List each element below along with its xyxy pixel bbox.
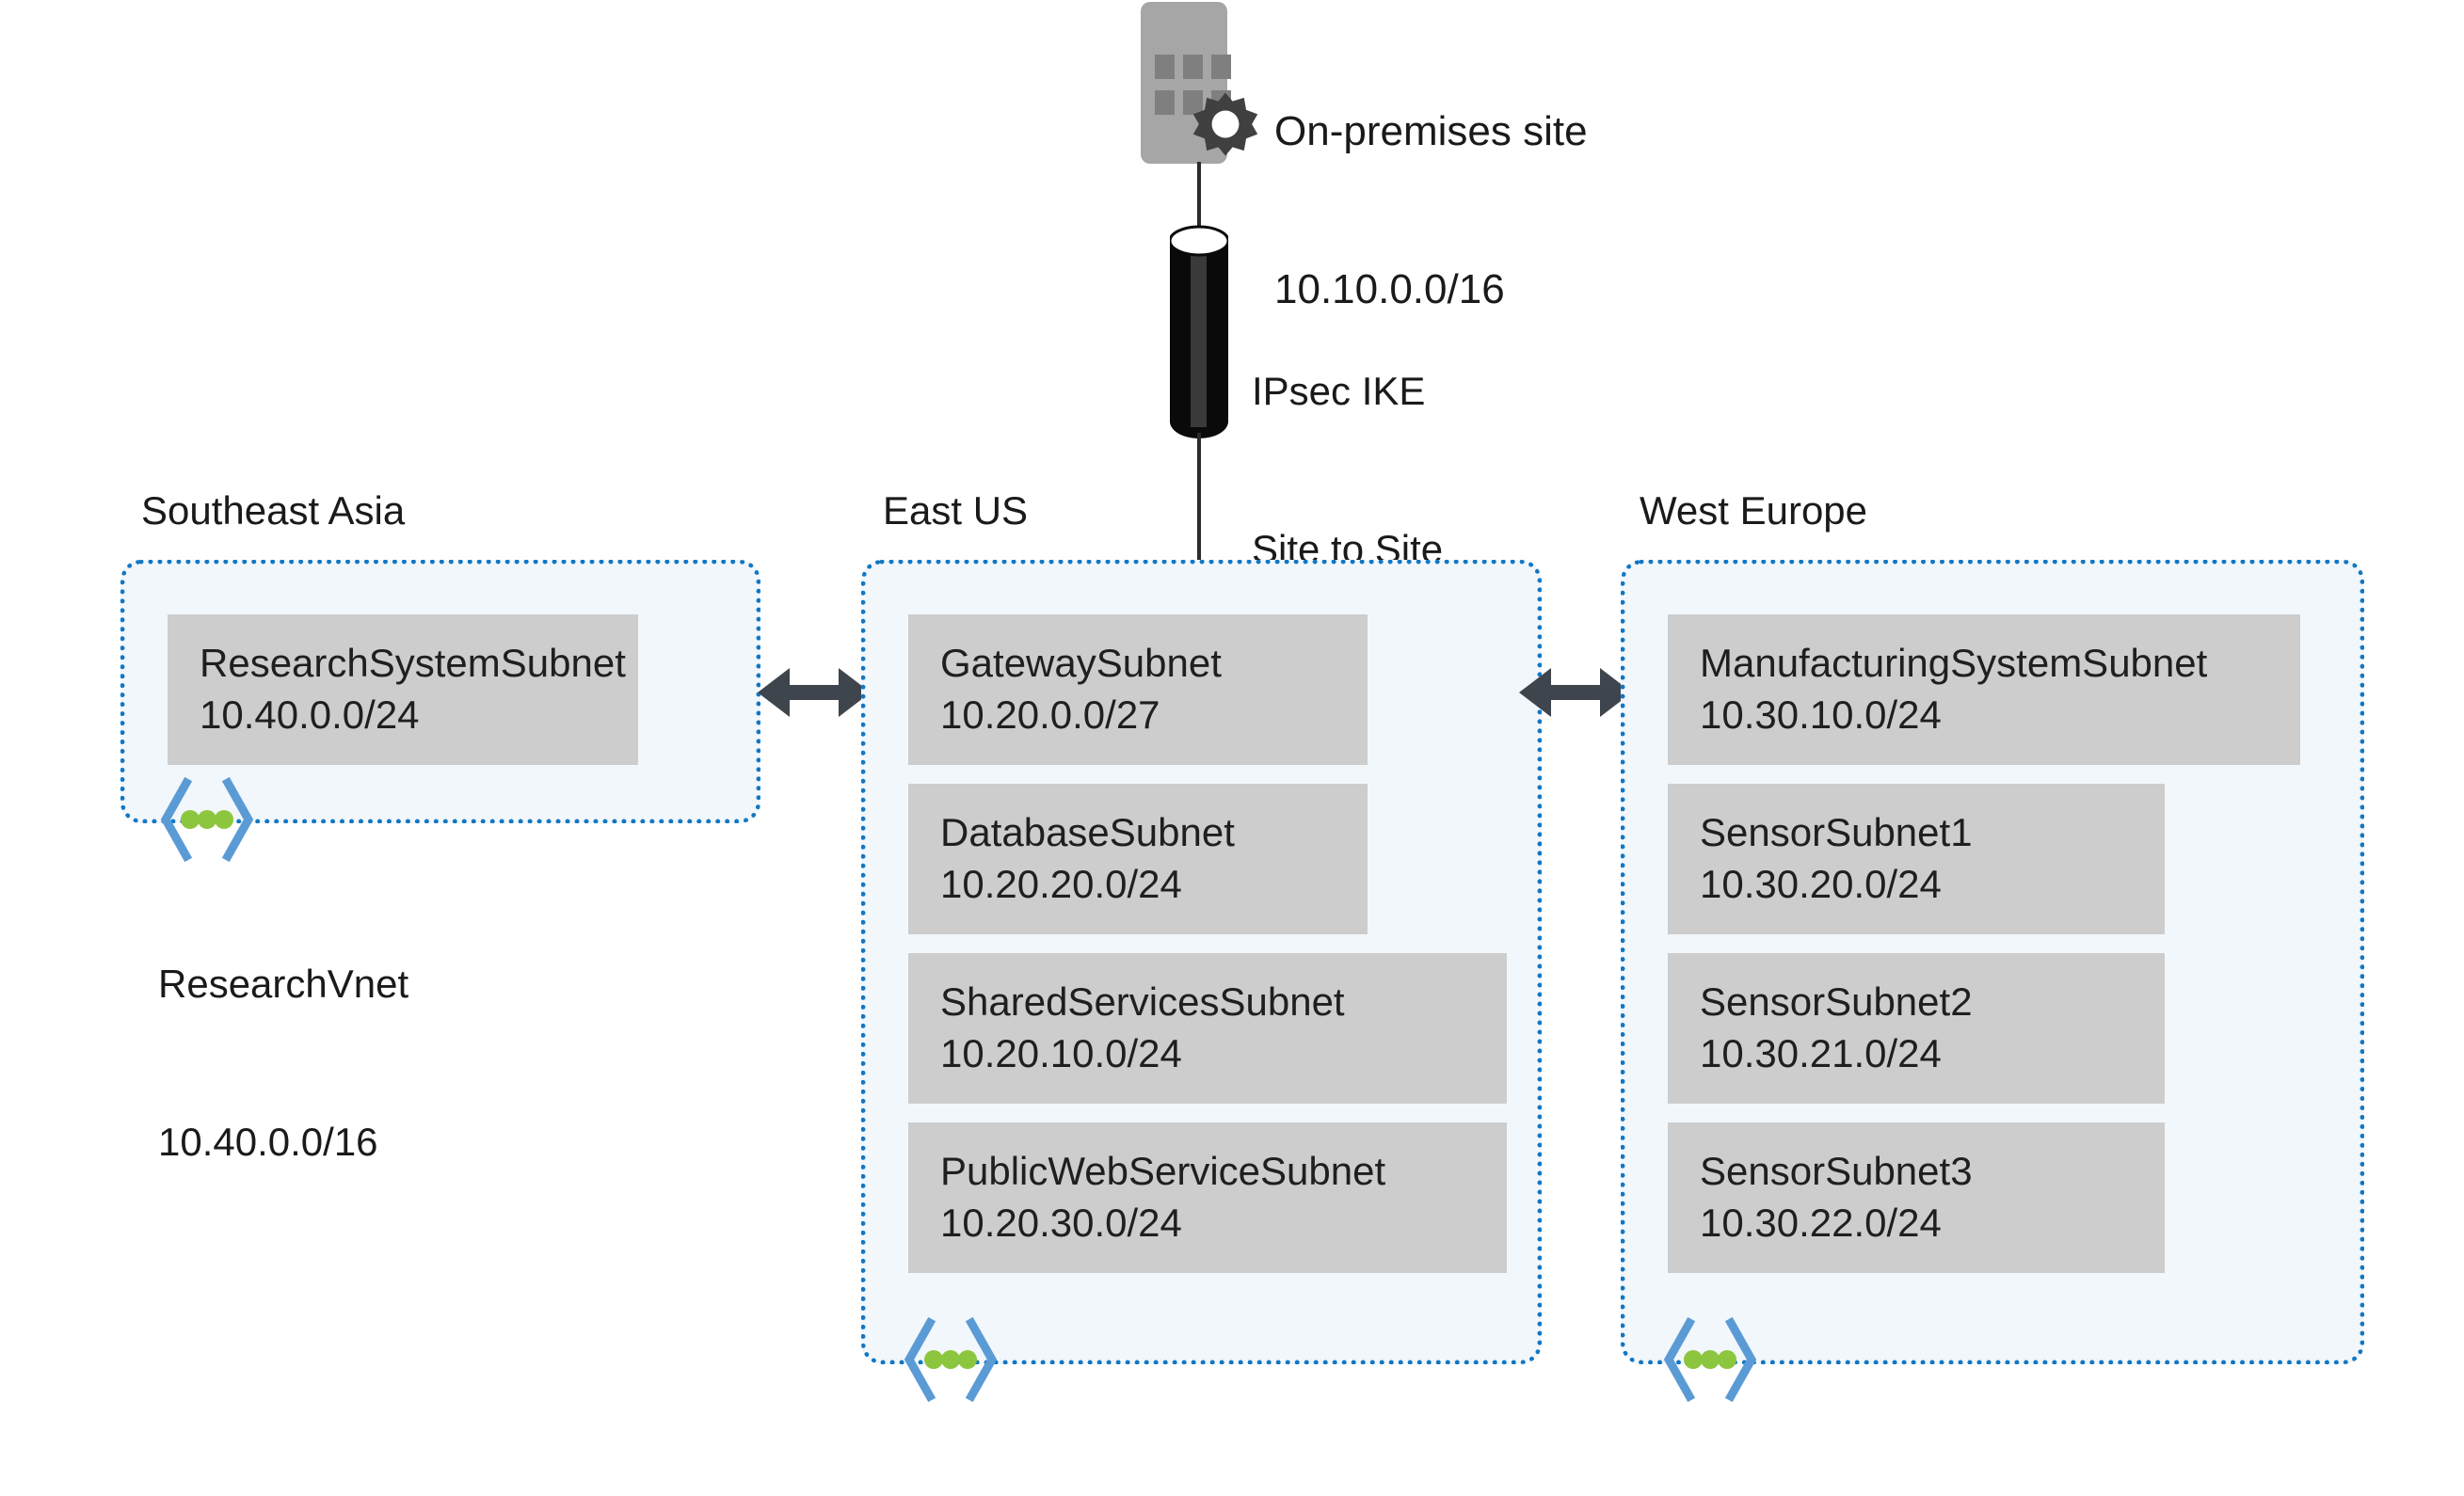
subnet-sensor-2[interactable]: SensorSubnet2 10.30.21.0/24 (1668, 953, 2165, 1104)
subnet-cidr: 10.20.0.0/27 (940, 692, 1160, 737)
vnet-name: ResearchVnet (158, 962, 409, 1006)
subnet-name: SensorSubnet2 (1700, 979, 1973, 1024)
subnet-name: SensorSubnet1 (1700, 810, 1973, 854)
region-label-east-us: East US (883, 488, 1029, 533)
vnet-icon (160, 777, 254, 862)
gear-icon (1192, 92, 1258, 156)
subnet-sensor-1[interactable]: SensorSubnet1 10.30.20.0/24 (1668, 784, 2165, 934)
subnet-cidr: 10.40.0.0/24 (200, 692, 420, 737)
subnet-name: DatabaseSubnet (940, 810, 1235, 854)
subnet-cidr: 10.30.20.0/24 (1700, 862, 1942, 906)
subnet-research-system[interactable]: ResearchSystemSubnet 10.40.0.0/24 (168, 614, 638, 765)
vpn-tunnel-icon (1170, 225, 1228, 438)
subnet-cidr: 10.30.10.0/24 (1700, 692, 1942, 737)
double-headed-arrow-icon-peering-left (758, 668, 871, 717)
subnet-name: ManufacturingSystemSubnet (1700, 641, 2208, 685)
subnet-sensor-3[interactable]: SensorSubnet3 10.30.22.0/24 (1668, 1122, 2165, 1273)
subnet-manufacturing-system[interactable]: ManufacturingSystemSubnet 10.30.10.0/24 (1668, 614, 2300, 765)
onprem-site-cidr: 10.10.0.0/16 (1274, 266, 1505, 312)
vnet-icon (1663, 1317, 1757, 1402)
vpn-tunnel-label-line1: IPsec IKE (1252, 369, 1426, 413)
vpn-link-line-upper (1197, 162, 1201, 228)
vpn-link-line-lower (1197, 433, 1201, 565)
subnet-cidr: 10.20.30.0/24 (940, 1201, 1182, 1245)
vnet-caption-manufacturing: ManufacturingVnet 10.30.0.0/16 (1661, 1391, 1993, 1496)
subnet-database[interactable]: DatabaseSubnet 10.20.20.0/24 (908, 784, 1368, 934)
server-rack-icon (1141, 2, 1258, 164)
onprem-site-label: On-premises site 10.10.0.0/16 (1274, 0, 1588, 422)
subnet-name: GatewaySubnet (940, 641, 1222, 685)
vnet-caption-research: ResearchVnet 10.40.0.0/16 (158, 852, 408, 1274)
onprem-site-name: On-premises site (1274, 108, 1588, 154)
vnet-caption-core-services: CoreServicesVnet 10.20.0.0/16 (902, 1391, 1220, 1496)
subnet-name: ResearchSystemSubnet (200, 641, 626, 685)
subnet-cidr: 10.20.10.0/24 (940, 1031, 1182, 1075)
vnet-core-services[interactable]: GatewaySubnet 10.20.0.0/27 DatabaseSubne… (861, 560, 1542, 1364)
vnet-manufacturing[interactable]: ManufacturingSystemSubnet 10.30.10.0/24 … (1621, 560, 2364, 1364)
region-label-west-europe: West Europe (1640, 488, 1868, 533)
subnet-name: SensorSubnet3 (1700, 1149, 1973, 1193)
subnet-cidr: 10.20.20.0/24 (940, 862, 1182, 906)
subnet-gateway[interactable]: GatewaySubnet 10.20.0.0/27 (908, 614, 1368, 765)
vnet-icon (904, 1317, 998, 1402)
double-headed-arrow-icon-peering-right (1519, 668, 1632, 717)
subnet-cidr: 10.30.22.0/24 (1700, 1201, 1942, 1245)
vnet-cidr: 10.40.0.0/16 (158, 1120, 378, 1164)
subnet-name: SharedServicesSubnet (940, 979, 1345, 1024)
subnet-public-web-service[interactable]: PublicWebServiceSubnet 10.20.30.0/24 (908, 1122, 1507, 1273)
region-label-southeast-asia: Southeast Asia (141, 488, 406, 533)
subnet-shared-services[interactable]: SharedServicesSubnet 10.20.10.0/24 (908, 953, 1507, 1104)
subnet-name: PublicWebServiceSubnet (940, 1149, 1386, 1193)
subnet-cidr: 10.30.21.0/24 (1700, 1031, 1942, 1075)
